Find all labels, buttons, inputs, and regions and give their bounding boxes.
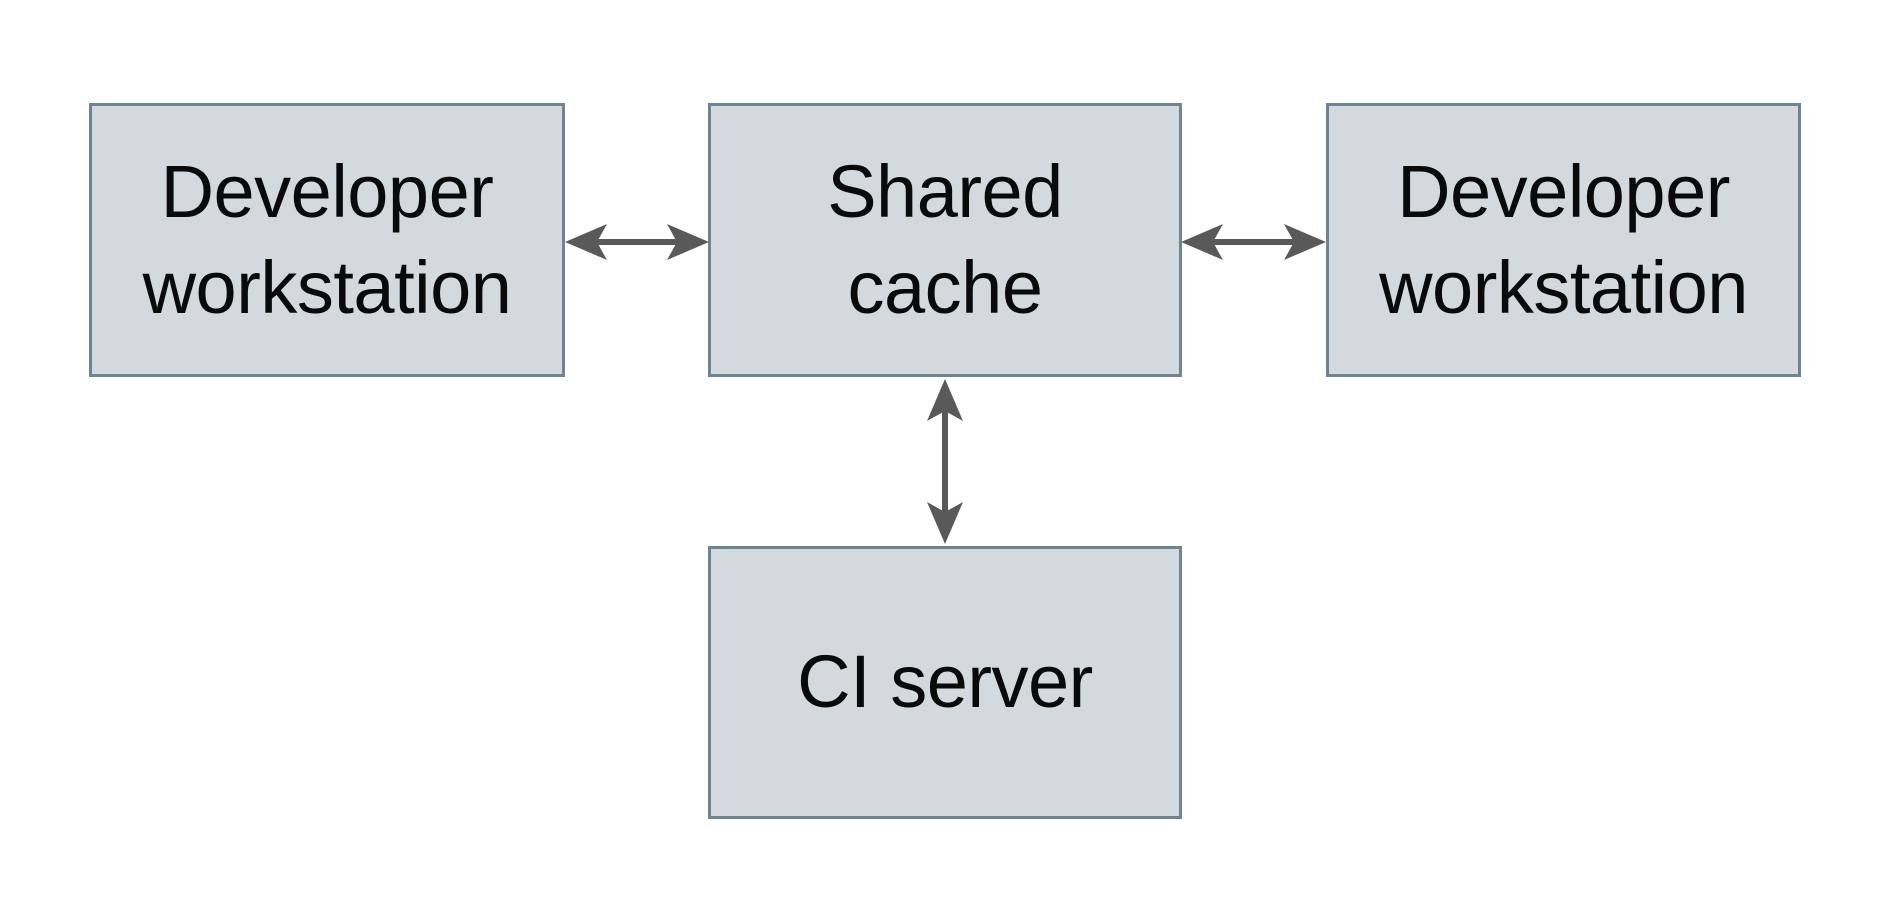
node-label-shared-cache: Shared cache bbox=[827, 149, 1063, 329]
node-developer-workstation-right: Developer workstation bbox=[1326, 103, 1801, 377]
node-label-ci-server: CI server bbox=[797, 640, 1093, 724]
bidirectional-arrow-devleft-cache-icon bbox=[565, 224, 709, 260]
node-label-developer-workstation-left: Developer workstation bbox=[142, 149, 512, 329]
bidirectional-arrow-cache-devright-icon bbox=[1181, 224, 1326, 260]
node-developer-workstation-left: Developer workstation bbox=[89, 103, 565, 377]
node-ci-server: CI server bbox=[708, 546, 1182, 819]
node-shared-cache: Shared cache bbox=[708, 103, 1182, 377]
bidirectional-arrow-cache-ciserver-icon bbox=[927, 379, 963, 544]
node-label-developer-workstation-right: Developer workstation bbox=[1379, 149, 1748, 329]
